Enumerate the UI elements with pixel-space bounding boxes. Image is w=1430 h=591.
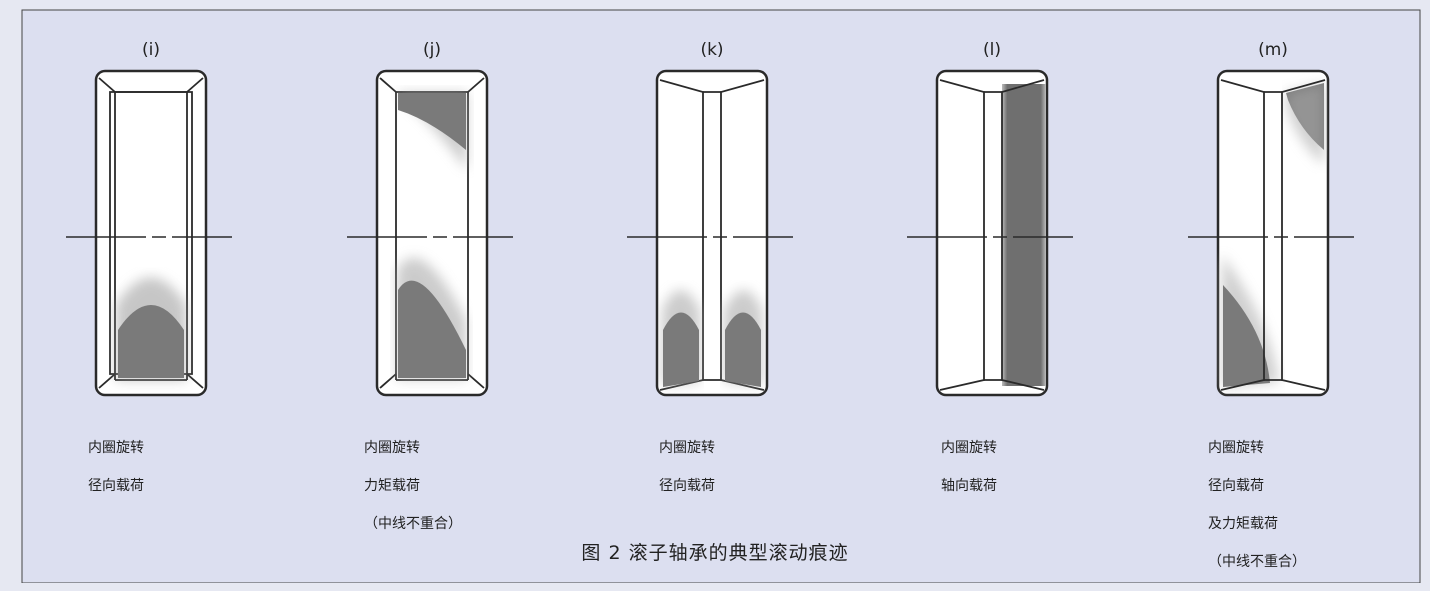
caption-line: 径向载荷 (88, 478, 144, 494)
wear-mark-right (725, 312, 761, 387)
figure-title: 图 2 滚子轴承的典型滚动痕迹 (581, 542, 849, 564)
panel-label-k: (k) (700, 40, 724, 60)
caption-line: 内圈旋转 (941, 440, 997, 456)
caption-line: 内圈旋转 (88, 440, 144, 456)
wear-mark (1002, 84, 1046, 386)
caption-line: （中线不重合） (1208, 554, 1306, 570)
panel-label-l: (l) (983, 40, 1001, 60)
wear-mark-bottom-left (1223, 285, 1270, 387)
panel-label-i: (i) (142, 40, 160, 60)
bearing-k (627, 69, 799, 397)
caption-line: 径向载荷 (659, 478, 715, 494)
caption-line: 轴向载荷 (941, 478, 997, 494)
caption-line: 内圈旋转 (659, 440, 715, 456)
wear-mark (118, 305, 184, 378)
caption-j: 内圈旋转 力矩载荷 （中线不重合） (364, 420, 462, 553)
panel-label-m: (m) (1258, 40, 1288, 60)
caption-line: 内圈旋转 (364, 440, 420, 456)
panel-label-j: (j) (423, 40, 441, 60)
wear-mark-top (398, 93, 466, 150)
caption-line: （中线不重合） (364, 516, 462, 532)
caption-line: 及力矩载荷 (1208, 516, 1278, 532)
caption-line: 内圈旋转 (1208, 440, 1264, 456)
bearing-j (347, 69, 519, 397)
caption-i: 内圈旋转 径向载荷 (88, 420, 144, 515)
bearing-i (66, 69, 238, 397)
caption-line: 径向载荷 (1208, 478, 1264, 494)
caption-m: 内圈旋转 径向载荷 及力矩载荷 （中线不重合） (1208, 420, 1306, 591)
caption-l: 内圈旋转 轴向载荷 (941, 420, 997, 515)
bearing-l (907, 69, 1079, 397)
caption-line: 力矩载荷 (364, 478, 420, 494)
wear-mark-top-right-halo (1286, 83, 1324, 165)
bearing-m (1188, 69, 1360, 397)
wear-mark-left (663, 312, 699, 387)
caption-k: 内圈旋转 径向载荷 (659, 420, 715, 515)
wear-mark-bottom (398, 280, 466, 378)
